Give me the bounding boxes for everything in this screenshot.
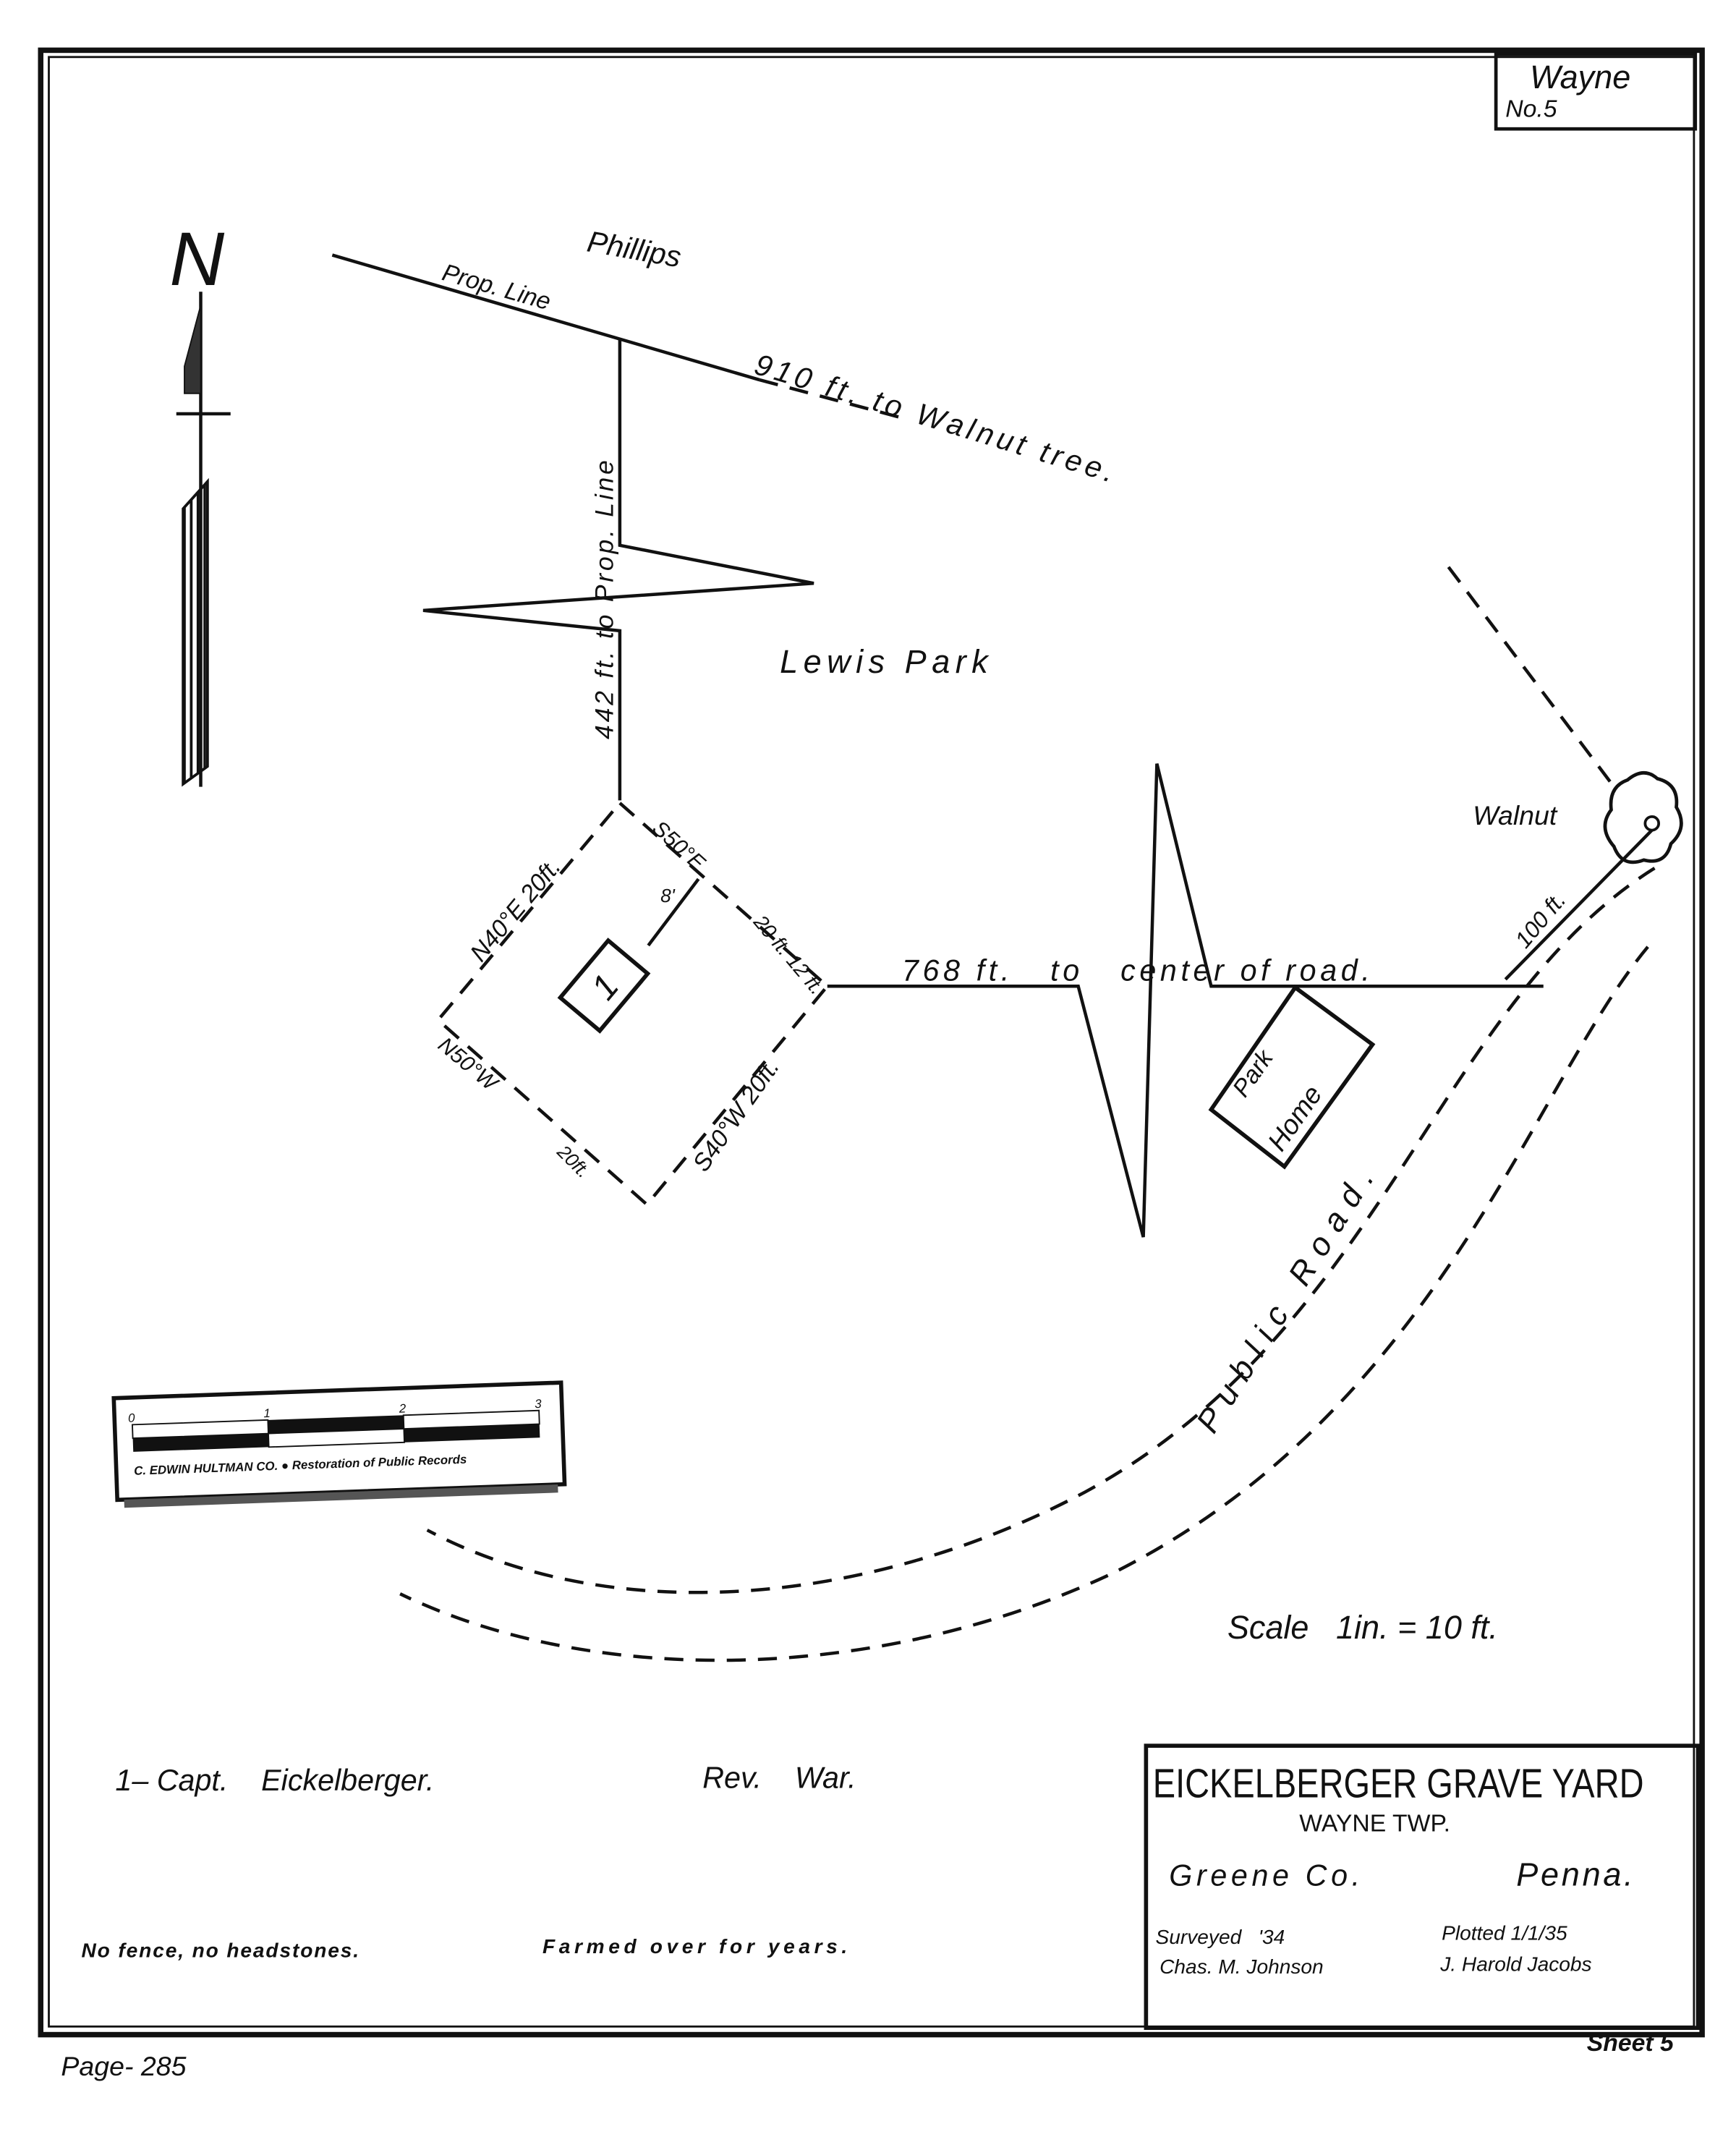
scale-label: Scale 1in. = 10 ft.: [1227, 1609, 1498, 1646]
side-bottom-label: 20ft.: [553, 1140, 595, 1182]
side-ne-label: N40°E 20ft.: [465, 854, 566, 967]
corner-box-line1: Wayne: [1530, 59, 1630, 95]
grave-number: 1: [584, 967, 626, 1007]
walnut-line: [1447, 566, 1616, 788]
side-sw-label: S40°W 20ft.: [687, 1054, 785, 1177]
offset-arrow: [647, 878, 700, 947]
public-road-label: Public Road.: [1188, 1152, 1387, 1439]
inner-border: [48, 56, 1695, 2028]
farmed-note: Farmed over for years.: [542, 1935, 851, 1958]
walnut-label: Walnut: [1473, 800, 1558, 830]
scale-bar: 0 1 2 3 C. EDWIN HULTMAN CO. ● Restorati…: [111, 1380, 567, 1508]
county: Greene Co.: [1169, 1858, 1364, 1892]
side-nw-label: N50°W: [433, 1033, 503, 1097]
side-se-label: S50°E: [647, 816, 710, 875]
plotter: J. Harold Jacobs: [1439, 1953, 1591, 1975]
vertical-distance-label: 442 ft. to Prop. Line: [590, 457, 619, 739]
grave-marker: 1: [557, 938, 651, 1034]
fence-note: No fence, no headstones.: [82, 1939, 361, 1962]
offset-label: 8': [660, 885, 676, 906]
war-note: Rev. War.: [702, 1761, 856, 1794]
north-label: N: [169, 217, 224, 302]
page-number: Page- 285: [61, 2051, 186, 2081]
title: EICKELBERGER GRAVE YARD: [1153, 1760, 1644, 1806]
property-line-extension: [759, 378, 903, 420]
to-walnut-label: 910 ft. to Walnut tree.: [751, 347, 1123, 490]
outer-border: [38, 47, 1705, 2038]
scale-tick-2: 2: [398, 1401, 407, 1415]
park-home: Park Home: [1208, 985, 1376, 1170]
north-arrow-icon: N: [169, 217, 231, 787]
surveyed: Surveyed '34: [1156, 1926, 1285, 1948]
scale-tick-1: 1: [263, 1406, 271, 1420]
property-line: [331, 253, 760, 382]
distance-line-to-prop: [422, 339, 814, 801]
surveyor: Chas. M. Johnson: [1160, 1955, 1324, 1978]
to-road-label: 768 ft. to center of road.: [902, 954, 1374, 987]
title-block: EICKELBERGER GRAVE YARD WAYNE TWP. Green…: [1144, 1743, 1701, 2030]
public-road-edge-lower: [399, 946, 1649, 1662]
sheet-number: Sheet 5: [1587, 2029, 1675, 2057]
state: Penna.: [1516, 1856, 1635, 1892]
distance-line-to-road: [827, 763, 1544, 1238]
scale-tick-0: 0: [128, 1411, 136, 1425]
plotted: Plotted 1/1/35: [1442, 1921, 1567, 1944]
side-e-label: 20 ft. 12 ft.: [749, 910, 828, 998]
corner-box-line2: No.5: [1505, 95, 1557, 122]
public-road-edge-upper: [426, 867, 1656, 1594]
walnut-tree-icon: [1603, 771, 1683, 864]
township: WAYNE TWP.: [1299, 1809, 1450, 1837]
grave-yard-boundary: [435, 800, 830, 1207]
walnut-distance-line: [1504, 828, 1654, 981]
phillips-label: Phillips: [584, 224, 684, 273]
prop-line-label: Prop. Line: [439, 258, 553, 315]
corner-box: Wayne No.5: [1494, 52, 1698, 131]
burial-note: 1– Capt. Eickelberger.: [115, 1764, 434, 1797]
lewis-park-label: Lewis Park: [780, 643, 993, 680]
scale-tick-3: 3: [535, 1397, 542, 1411]
